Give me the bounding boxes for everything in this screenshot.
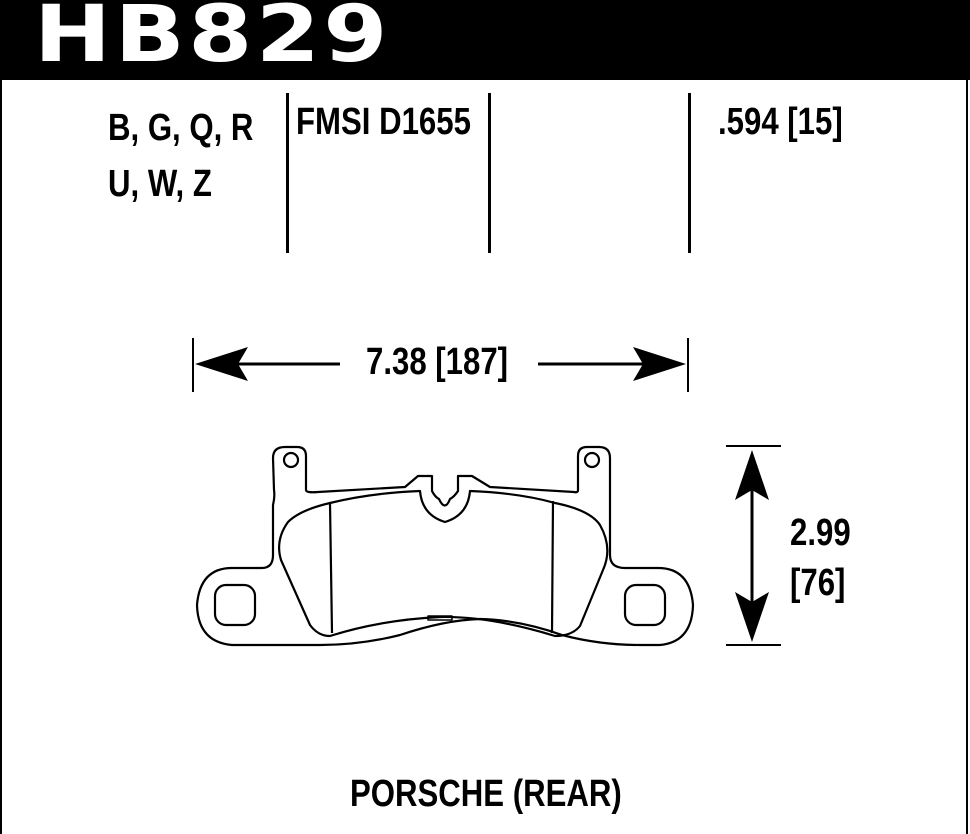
height-inches: 2.99 (790, 512, 851, 554)
part-number: HB829 (34, 0, 392, 80)
height-dimension-arrow-icon (726, 445, 781, 646)
compound-codes-line2: U, W, Z (108, 163, 212, 205)
column-divider (286, 93, 289, 253)
column-divider (688, 93, 691, 253)
vehicle-application: PORSCHE (REAR) (350, 773, 622, 815)
pad-thickness: .594 [15] (718, 101, 843, 143)
compound-codes-line1: B, G, Q, R (108, 107, 254, 149)
height-millimeters: [76] (790, 562, 846, 604)
header-bar: HB829 (0, 0, 970, 80)
width-dimension-arrow-icon (192, 338, 689, 392)
width-dimension-label: 7.38 [187] (366, 341, 509, 383)
diagram-frame (0, 80, 968, 834)
brake-pad-outline-icon (195, 445, 695, 647)
fmsi-number: FMSI D1655 (296, 101, 471, 143)
height-dimension-label: 2.99 [76] (790, 508, 851, 608)
compound-codes: B, G, Q, R U, W, Z (108, 100, 253, 212)
column-divider (488, 93, 491, 253)
